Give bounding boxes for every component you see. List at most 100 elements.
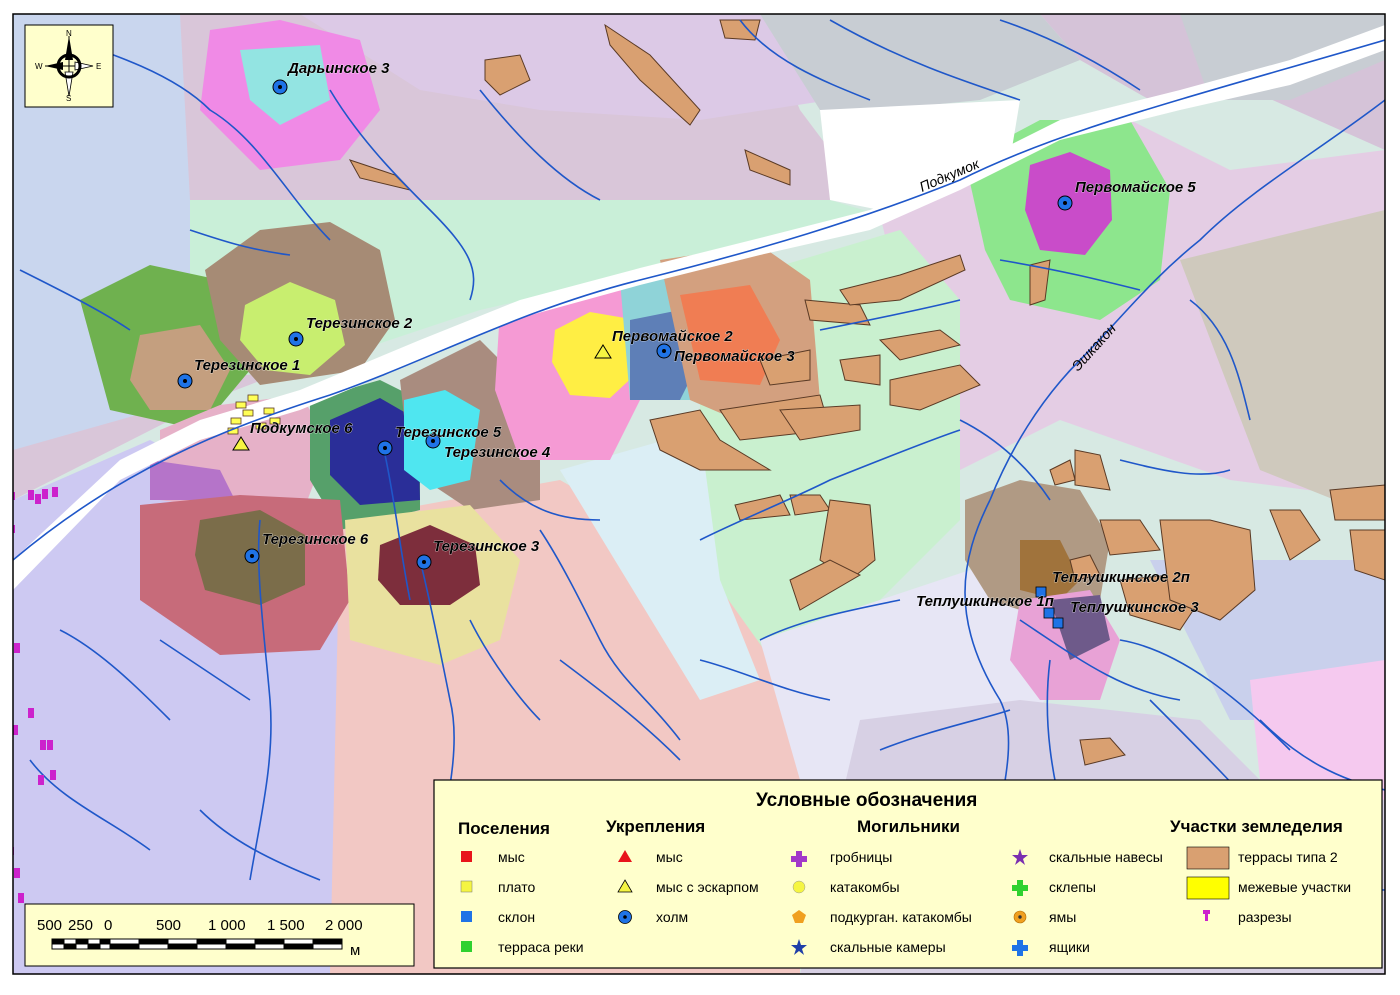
marker-terezinskoe-4[interactable] [377, 440, 393, 456]
legend-item-label: мыс [656, 849, 683, 865]
legend-heading-settlements: Поселения [458, 819, 550, 838]
legend-title: Условные обозначения [756, 790, 977, 811]
profile-pins [13, 487, 58, 903]
legend-item-label: мыс с эскарпом [656, 879, 759, 895]
territory-podkumskoe-6-violet [150, 460, 235, 500]
scale-unit: м [350, 942, 360, 959]
territory-pervomayskoe-3-orange [680, 285, 780, 385]
compass-e: E [96, 62, 101, 71]
marker-terezinskoe-3[interactable] [416, 554, 432, 570]
compass-n: N [66, 29, 72, 38]
legend-symbol-boundary-plots [1186, 876, 1230, 900]
legend-item-label: ящики [1049, 939, 1090, 955]
marker-pervomayskoe-3[interactable] [656, 343, 672, 359]
legend-symbol-catacombs [792, 880, 806, 894]
zone-north [300, 14, 830, 120]
marker-terezinskoe-5[interactable] [425, 433, 441, 449]
site-label: Первомайское 2 [612, 328, 733, 345]
legend-symbol-fort-scarp [617, 879, 633, 893]
legend-symbol-settlement-promontory [461, 851, 472, 862]
legend-symbol-tombs [791, 851, 807, 867]
territory-terezinskoe-4 [330, 398, 420, 505]
site-label: Теплушкинское 1п [916, 593, 1054, 610]
legend-symbol-rock-shelters [1012, 849, 1028, 865]
site-label: Первомайское 3 [674, 348, 795, 365]
marker-teplushkinskoe-3[interactable] [1052, 617, 1064, 629]
floodplain-white [820, 100, 1020, 210]
site-label: Терезинское 5 [395, 424, 502, 441]
legend-symbol-fort-promontory [618, 850, 632, 862]
legend-item-label: терраса реки [498, 939, 584, 955]
legend-item-label: плато [498, 879, 535, 895]
scale-tick: 0 [104, 917, 112, 934]
marker-teplushkinskoe-1p[interactable] [1043, 607, 1055, 619]
territory-terezinskoe-1 [130, 325, 230, 410]
legend-symbol-fort-hill [618, 910, 632, 924]
river-network [13, 19, 1385, 891]
podkumok-corridor [13, 25, 1385, 590]
marker-terezinskoe-2[interactable] [288, 331, 304, 347]
territory-teplushkinskoe-core [1020, 540, 1080, 600]
legend-symbol-settlement-plateau [460, 880, 473, 893]
legend-symbol-crypts [1012, 880, 1028, 896]
scale-tick: 2 000 [325, 917, 363, 934]
territory-pervomayskoe-2 [552, 312, 640, 398]
legend-item-label: ямы [1049, 909, 1076, 925]
legend-item-label: катакомбы [830, 879, 900, 895]
legend-item-label: холм [656, 909, 688, 925]
site-markers [177, 79, 1073, 629]
scale-tick: 500 [37, 917, 62, 934]
compass-w: W [35, 62, 43, 71]
map-border [12, 13, 1386, 975]
scale-tick: 500 [156, 917, 181, 934]
legend-item-label: скальные камеры [830, 939, 946, 955]
territory-terezinskoe-2 [240, 282, 345, 375]
legend-symbol-cists [1012, 940, 1028, 956]
zone-north-grey [760, 14, 1080, 110]
territory-teplushkinskoe-3-core [1050, 595, 1110, 660]
scale-tick: 1 000 [208, 917, 246, 934]
scale-tick: 250 [68, 917, 93, 934]
legend-symbol-terraces [1186, 846, 1230, 870]
site-label: Теплушкинское 2п [1052, 569, 1190, 586]
marker-terezinskoe-1[interactable] [177, 373, 193, 389]
site-label: Терезинское 1 [194, 357, 300, 374]
legend-item-label: подкурган. катакомбы [830, 909, 972, 925]
site-label: Дарьинское 3 [286, 60, 390, 77]
site-label: Терезинское 4 [444, 444, 551, 461]
legend-item-label: склон [498, 909, 535, 925]
marker-pervomayskoe-2[interactable] [594, 344, 612, 359]
site-label: Терезинское 2 [306, 315, 413, 332]
legend-symbol-kurgan-catacombs [792, 910, 806, 923]
zone-south-light [560, 430, 760, 700]
scale-bar: 500 250 0 500 1 000 1 500 2 000 [24, 903, 415, 967]
terrace-plots [348, 19, 1385, 766]
site-label: Подкумское 6 [250, 420, 353, 437]
legend-item-label: межевые участки [1238, 879, 1351, 895]
site-label: Теплушкинское 3 [1070, 599, 1199, 616]
legend-symbol-profiles [1203, 910, 1210, 921]
compass-rose: N S E W [24, 24, 114, 108]
legend-symbol-settlement-slope [461, 911, 472, 922]
marker-darinskoe-3[interactable] [272, 79, 288, 95]
marker-teplushkinskoe-2p[interactable] [1035, 586, 1047, 598]
legend-item-label: разрезы [1238, 909, 1292, 925]
site-label: Терезинское 6 [262, 531, 369, 548]
legend-item-label: скальные навесы [1049, 849, 1163, 865]
legend-symbol-settlement-terrace [461, 941, 472, 952]
legend-item-label: мыс [498, 849, 525, 865]
territory-terezinskoe-5 [404, 390, 480, 490]
legend: Условные обозначения Поселения мыс плато… [433, 779, 1383, 969]
marker-pervomayskoe-5[interactable] [1057, 195, 1073, 211]
legend-symbol-rock-chambers [791, 939, 807, 955]
site-label: Терезинское 3 [433, 538, 540, 555]
scale-tick: 1 500 [267, 917, 305, 934]
marker-podkumskoe-6[interactable] [232, 436, 250, 451]
legend-item-label: гробницы [830, 849, 892, 865]
legend-item-label: террасы типа 2 [1238, 849, 1338, 865]
legend-heading-burials: Могильники [857, 817, 960, 836]
zone-pink-east [1250, 660, 1385, 800]
marker-terezinskoe-6[interactable] [244, 548, 260, 564]
